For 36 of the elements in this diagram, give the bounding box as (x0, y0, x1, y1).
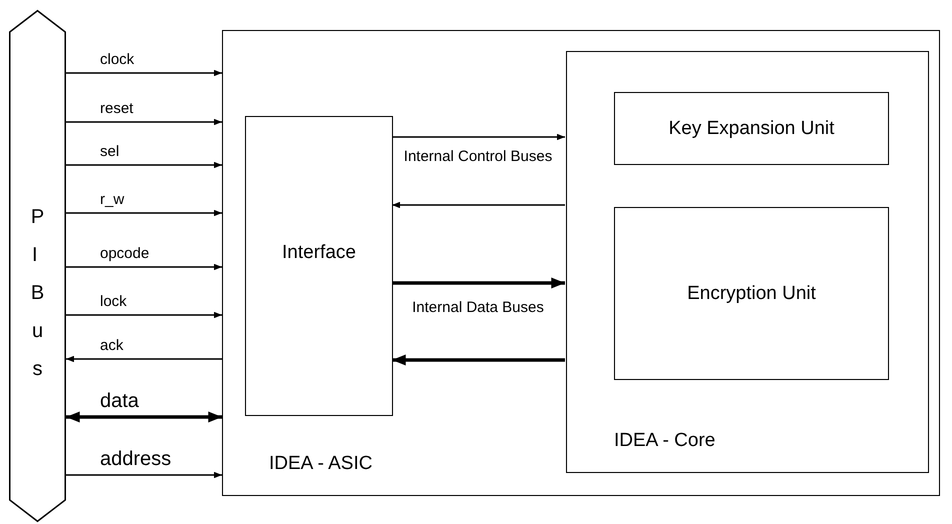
arrow (66, 118, 222, 126)
arrow (392, 202, 565, 208)
unit-box (614, 92, 889, 165)
signal-label: r_w (100, 192, 124, 207)
unit-box (614, 207, 889, 380)
arrow (66, 356, 222, 362)
core-block (566, 51, 929, 473)
arrow (392, 134, 565, 140)
block-label: IDEA - Core (614, 430, 716, 452)
asic-block (222, 30, 940, 496)
signal-label: sel (100, 144, 120, 159)
arrow (66, 412, 222, 422)
block-label: IDEA - ASIC (269, 453, 372, 475)
signal-label: opcode (100, 246, 150, 261)
bus-shape (9, 10, 66, 522)
block-label: Key Expansion Unit (668, 118, 834, 140)
signal-label: lock (100, 294, 127, 309)
arrow (66, 312, 222, 318)
bus-group-label: Internal Data Buses (411, 298, 545, 317)
arrow (392, 278, 565, 288)
arrow (66, 210, 222, 216)
signal-label: reset (100, 101, 134, 116)
arrow (66, 472, 222, 478)
signal-label: clock (100, 52, 134, 67)
bus-group-label: Internal Control Buses (403, 147, 553, 166)
signal-label: data (100, 391, 139, 411)
bus-label: PI Bus (30, 205, 46, 382)
arrow (392, 354, 565, 366)
arrow (66, 70, 222, 76)
block-label: Interface (282, 242, 356, 264)
arrow (66, 162, 222, 168)
interface-box (245, 116, 393, 416)
signal-label: address (100, 449, 172, 469)
block-label: Encryption Unit (687, 282, 816, 304)
signal-label: ack (100, 338, 124, 353)
arrow (66, 264, 222, 270)
